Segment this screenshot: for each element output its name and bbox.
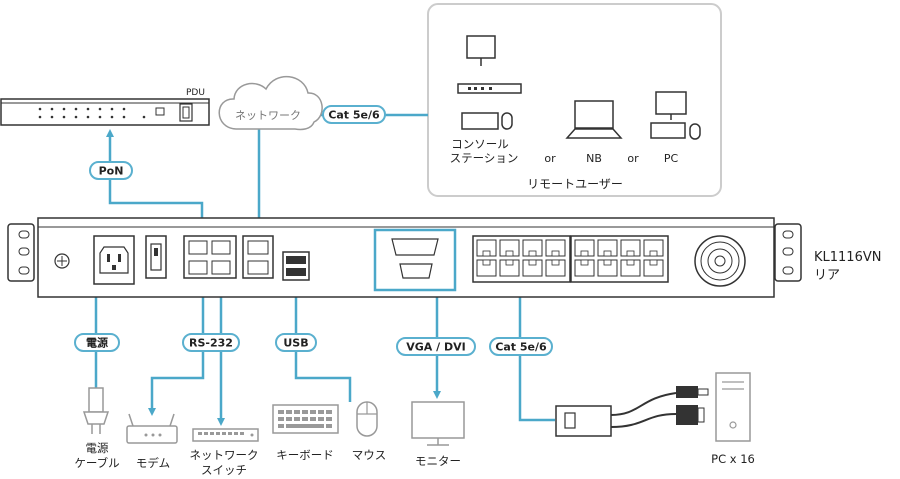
network-cloud-icon bbox=[218, 75, 323, 131]
remote-users-label: リモートユーザー bbox=[527, 177, 623, 191]
kvm-ports bbox=[476, 239, 664, 277]
laptop-icon bbox=[565, 100, 623, 139]
network-label: ネットワーク bbox=[235, 109, 301, 122]
keyboard-label: キーボード bbox=[276, 448, 334, 462]
model-side: リア bbox=[814, 268, 840, 283]
pc-icon bbox=[650, 91, 701, 140]
power-cable-label-1: 電源 bbox=[86, 441, 109, 455]
kvm-port-latch bbox=[551, 259, 560, 266]
vga-dvi-label: VGA / DVI bbox=[406, 341, 465, 354]
cat-bottom-label: Cat 5e/6 bbox=[495, 341, 547, 354]
cat-top-label: Cat 5e/6 bbox=[328, 109, 380, 122]
kvm-port-latch bbox=[505, 250, 514, 257]
mouse-icon bbox=[356, 401, 378, 437]
kvm-port-latch bbox=[482, 250, 491, 257]
kvm-port-latch bbox=[649, 250, 658, 257]
power-badge: 電源 bbox=[74, 333, 120, 352]
pc-count-label: PC x 16 bbox=[711, 452, 755, 466]
usb-line bbox=[294, 285, 352, 402]
rs232-badge: RS-232 bbox=[182, 333, 240, 352]
kvm-port-latch bbox=[603, 250, 612, 257]
kvm-port-latch bbox=[649, 259, 658, 266]
usb-label: USB bbox=[283, 337, 308, 350]
cat-top-badge: Cat 5e/6 bbox=[322, 105, 386, 124]
lan-ports bbox=[242, 235, 274, 279]
kvm-port-latch bbox=[528, 250, 537, 257]
video-ports bbox=[373, 228, 457, 292]
pon-label: PoN bbox=[99, 165, 124, 178]
kvm-adapter-cable bbox=[555, 386, 709, 437]
kvm-port-latch bbox=[626, 250, 635, 257]
power-cable-label-2: ケーブル bbox=[74, 456, 119, 470]
kvm-port-latch bbox=[551, 250, 560, 257]
monitor-label: モニター bbox=[415, 454, 461, 468]
kvm-port-latch bbox=[505, 259, 514, 266]
nb-label: NB bbox=[586, 152, 602, 165]
power-inlet bbox=[93, 235, 135, 285]
keyboard-icon bbox=[272, 404, 339, 434]
console-label-2: ステーション bbox=[450, 151, 519, 165]
fan-vent-icon bbox=[694, 235, 746, 287]
ground-screw-icon bbox=[54, 253, 70, 269]
modem-label: モデム bbox=[136, 456, 170, 470]
usb-badge: USB bbox=[275, 333, 317, 352]
rs232-label: RS-232 bbox=[189, 337, 233, 350]
kvm-port-latch bbox=[580, 259, 589, 266]
vga-dvi-badge: VGA / DVI bbox=[396, 337, 476, 356]
mouse-label: マウス bbox=[352, 448, 387, 462]
cat-bottom-line bbox=[518, 292, 555, 422]
power-label: 電源 bbox=[86, 336, 108, 350]
pon-rs232-ports bbox=[183, 235, 237, 279]
kvm-port-latch bbox=[603, 259, 612, 266]
kvm-port-latch bbox=[626, 259, 635, 266]
or-label-1: or bbox=[544, 152, 556, 165]
switch-label-1: ネットワーク bbox=[190, 448, 259, 462]
switch-label-2: スイッチ bbox=[201, 463, 247, 477]
kvm-port-latch bbox=[580, 250, 589, 257]
power-switch bbox=[145, 235, 167, 279]
kvm-port-latch bbox=[482, 259, 491, 266]
pc-label: PC bbox=[664, 152, 679, 165]
pc-tower-icon bbox=[715, 372, 751, 442]
monitor-icon bbox=[411, 401, 465, 446]
pdu-label: PDU bbox=[186, 88, 205, 98]
console-label-1: コンソール bbox=[451, 137, 509, 151]
console-port-marks bbox=[468, 87, 492, 90]
usb-ports bbox=[282, 251, 310, 281]
kvm-port-latch bbox=[528, 259, 537, 266]
pdu-device bbox=[0, 98, 210, 126]
model-name: KL1116VN bbox=[814, 250, 881, 265]
or-label-2: or bbox=[627, 152, 639, 165]
rs232-modem-line bbox=[148, 285, 205, 416]
cat-bottom-badge: Cat 5e/6 bbox=[489, 337, 553, 356]
modem-icon bbox=[126, 413, 178, 444]
pon-badge: PoN bbox=[89, 161, 133, 180]
remote-users-box bbox=[427, 3, 722, 197]
network-switch-icon bbox=[192, 428, 259, 442]
power-cable-icon bbox=[82, 387, 110, 434]
